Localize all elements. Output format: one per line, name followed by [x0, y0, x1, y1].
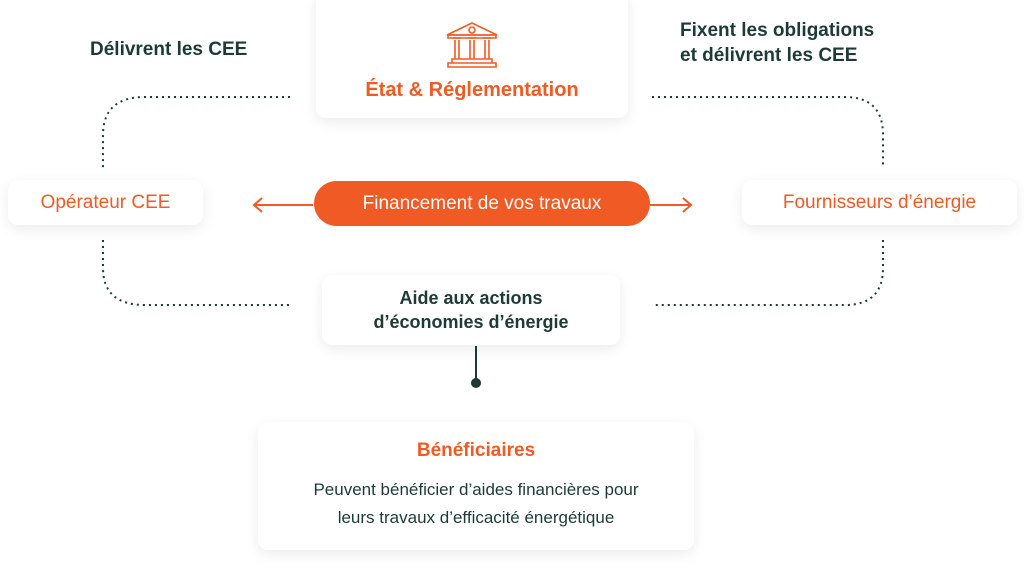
fixent-label-line1: Fixent les obligations	[680, 20, 875, 41]
beneficiaires-text: Peuvent bénéficier d’aides financières p…	[313, 476, 638, 532]
aide-line1: Aide aux actions	[399, 288, 543, 308]
financement-label: Financement de vos travaux	[362, 192, 602, 214]
fournisseurs-card: Fournisseurs d’énergie	[742, 180, 1017, 225]
beneficiaires-card: Bénéficiaires Peuvent bénéficier d’aides…	[258, 422, 694, 550]
connector-dot	[471, 378, 481, 388]
operateur-cee-card: Opérateur CEE	[8, 180, 203, 225]
etat-title: État & Réglementation	[365, 78, 579, 101]
etat-reglementation-card: État & Réglementation	[316, 0, 628, 118]
beneficiaires-title: Bénéficiaires	[416, 440, 536, 461]
delivrent-label: Délivrent les CEE	[90, 39, 248, 60]
arrow-left	[252, 197, 313, 213]
dotted-connector-bottom-right	[652, 240, 884, 306]
dotted-connector-bottom-left	[102, 240, 290, 306]
operateur-cee-label: Opérateur CEE	[40, 191, 171, 213]
dotted-connector-top-left	[102, 96, 290, 168]
fournisseurs-label: Fournisseurs d’énergie	[782, 191, 977, 213]
beneficiaires-line2: leurs travaux d’efficacité énergétique	[337, 508, 615, 527]
dotted-connector-top-right	[652, 96, 884, 168]
aide-line2: d’économies d’énergie	[373, 312, 569, 332]
financement-pill: Financement de vos travaux	[314, 181, 650, 226]
fixent-label: Fixent les obligations et délivrent les …	[680, 18, 874, 68]
government-building-icon	[446, 21, 498, 68]
fixent-label-line2: et délivrent les CEE	[680, 45, 858, 66]
aide-actions-card: Aide aux actions d’économies d’énergie	[322, 275, 620, 345]
arrow-right	[650, 197, 693, 213]
beneficiaires-line1: Peuvent bénéficier d’aides financières p…	[313, 480, 639, 499]
